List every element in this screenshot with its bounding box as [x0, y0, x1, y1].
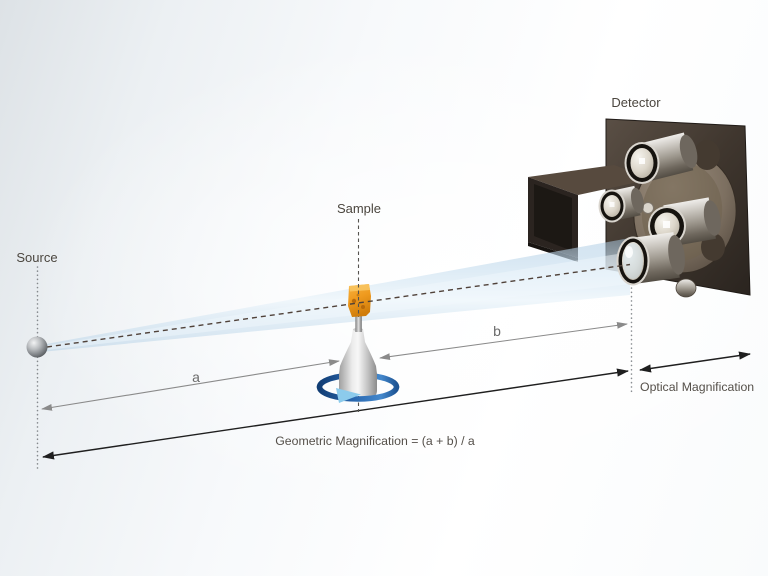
sample-label: Sample [337, 201, 381, 216]
dimension-lines [41, 321, 751, 460]
objective-lens-active-face [616, 236, 650, 286]
geometric-magnification-line [42, 368, 629, 460]
xray-beam [46, 238, 630, 352]
beam-center-dashed-line [46, 263, 631, 348]
optical-magnification-label: Optical Magnification [640, 380, 754, 394]
turret-knob [675, 278, 697, 298]
dimension-a-line [41, 359, 340, 411]
rotation-arrow-icon-front [316, 384, 400, 402]
sample-stem [355, 310, 362, 332]
sample-specimen [348, 284, 371, 317]
sample-holder-cone [339, 329, 377, 396]
dimension-b-label: b [493, 323, 501, 339]
beam-core [46, 252, 630, 350]
objective-lens-top [624, 132, 698, 184]
beam-cone [46, 238, 630, 352]
source-sphere [26, 336, 48, 358]
turret-empty-hole [694, 140, 720, 170]
objective-lens-left [598, 185, 644, 223]
optical-magnification-line [639, 351, 751, 373]
source-label: Source [16, 250, 57, 265]
dimension-a-label: a [192, 369, 200, 385]
rotation-arrowhead-icon [336, 388, 361, 403]
geometric-magnification-label: Geometric Magnification = (a + b) / a [275, 434, 475, 448]
objective-lens-right [648, 197, 721, 247]
detector-label: Detector [611, 95, 661, 110]
turret-hub [642, 202, 654, 214]
dimension-b-line [379, 321, 628, 361]
